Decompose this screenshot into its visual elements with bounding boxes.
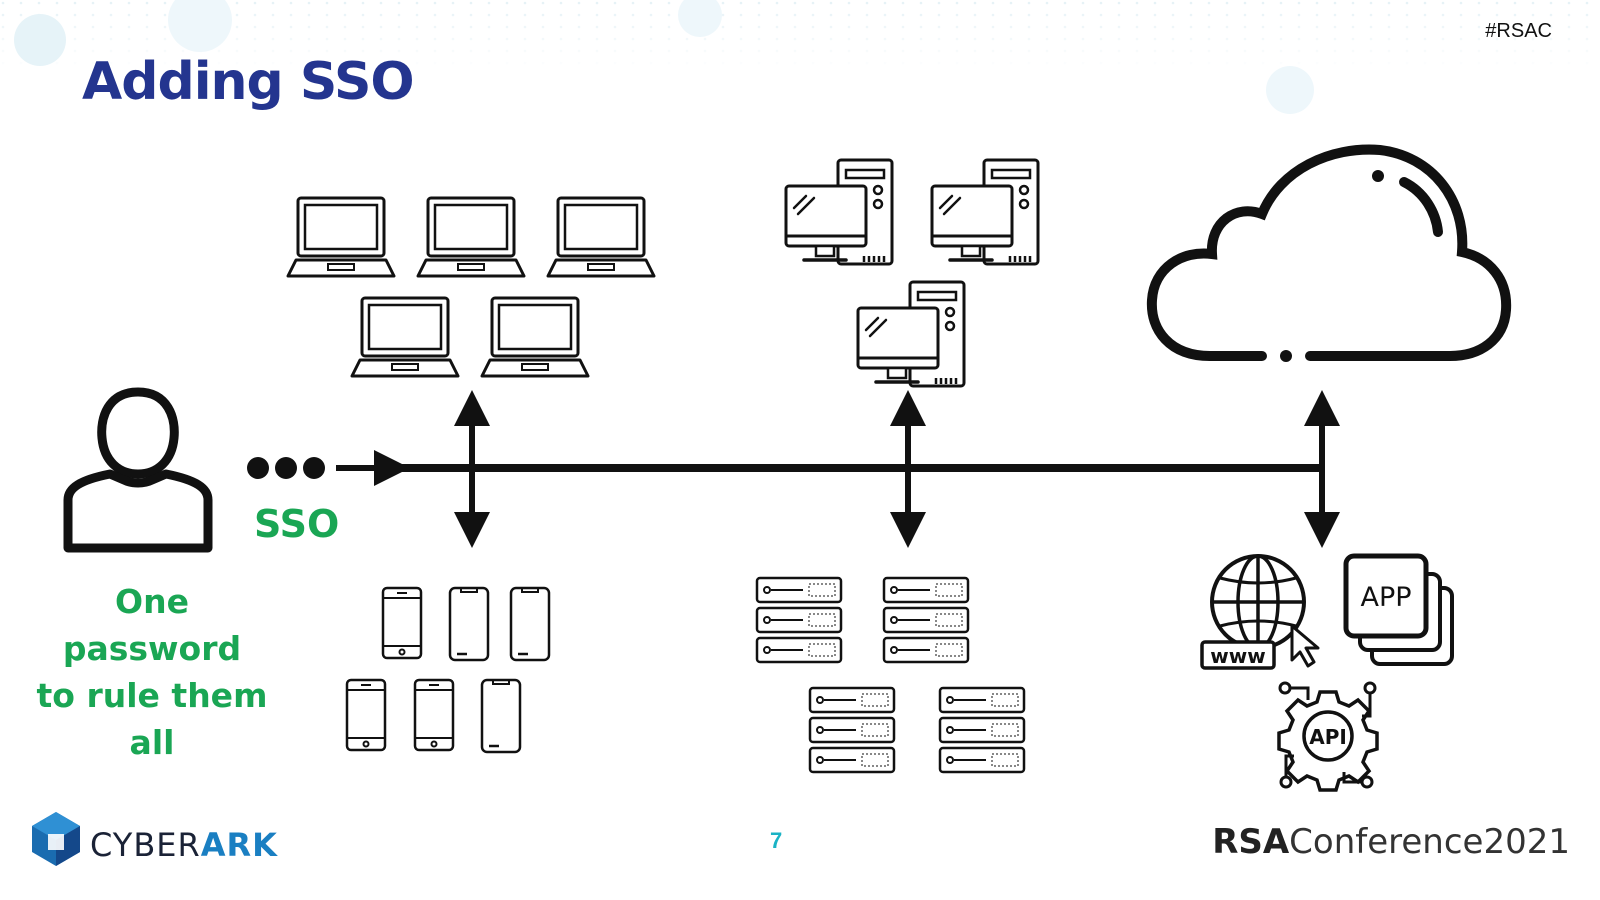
laptop-icon <box>546 196 656 278</box>
tagline: One password to rule them all <box>22 578 282 766</box>
app-stack-icon: APP <box>1343 553 1454 666</box>
logo-suffix: ARK <box>200 826 278 864</box>
smartphone-icon <box>381 586 423 660</box>
laptop-icon <box>480 296 590 378</box>
sso-label: SSO <box>254 502 340 546</box>
server-rack-icon <box>938 686 1026 774</box>
cloud-icon <box>1146 144 1512 362</box>
logo-prefix: CYBER <box>90 826 201 864</box>
conference-prefix: RSA <box>1212 822 1290 862</box>
user-icon <box>63 387 213 553</box>
server-rack-icon <box>808 686 896 774</box>
laptop-icon <box>350 296 460 378</box>
laptop-icon <box>286 196 396 278</box>
desktop-computer-icon <box>856 280 966 388</box>
conference-suffix: Conference2021 <box>1289 822 1570 862</box>
rsa-conference-logo: RSAConference2021 <box>1212 822 1570 862</box>
server-rack-icon <box>882 576 970 664</box>
smartphone-icon <box>413 678 455 752</box>
www-globe-icon: www <box>1200 554 1320 670</box>
page-number: 7 <box>770 828 783 853</box>
desktop-group <box>784 158 1040 388</box>
hashtag: #RSAC <box>1485 20 1552 42</box>
desktop-computer-icon <box>784 158 894 266</box>
app-label: APP <box>1360 582 1411 613</box>
tagline-line-2: to rule them all <box>36 676 268 762</box>
cyberark-logo-icon <box>32 812 80 866</box>
smartphone-icon <box>345 678 387 752</box>
cyberark-logo-text: CYBERARK <box>90 826 278 864</box>
laptop-icon <box>416 196 526 278</box>
sso-flow-dots <box>247 457 325 479</box>
www-label: www <box>1210 644 1265 668</box>
server-group <box>755 576 1026 774</box>
laptop-group <box>286 196 656 378</box>
phone-group <box>345 586 551 754</box>
api-label: API <box>1309 725 1347 749</box>
smartphone-icon <box>480 678 522 754</box>
server-rack-icon <box>755 576 843 664</box>
api-gear-icon: API <box>1277 681 1379 792</box>
page-title: Adding SSO <box>82 52 415 112</box>
tagline-line-1: One password <box>62 582 242 668</box>
smartphone-icon <box>448 586 490 662</box>
smartphone-icon <box>509 586 551 662</box>
desktop-computer-icon <box>930 158 1040 266</box>
